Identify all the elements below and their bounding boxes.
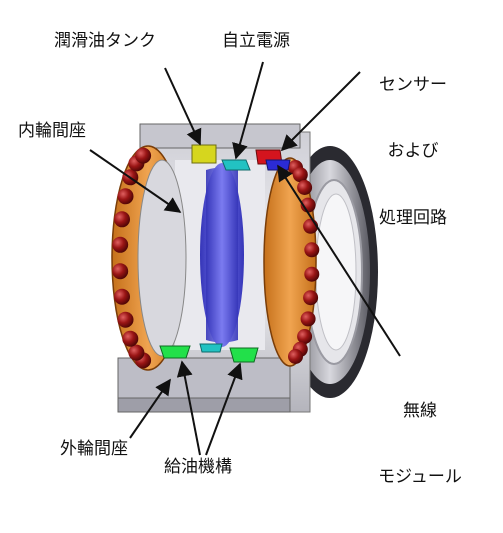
label-inner-spacer: 内輪間座 [18, 121, 86, 141]
bearing-diagram: 潤滑油タンク 自立電源 センサー および 処理回路 内輪間座 無線 モジュール … [18, 30, 468, 487]
right-bearing-ball [297, 329, 313, 344]
oil-nozzle-center [199, 343, 223, 353]
right-bearing-ball [300, 311, 316, 327]
right-bearing [263, 157, 320, 367]
left-bearing-ball [114, 211, 130, 228]
label-oil-supply: 給油機構 [164, 457, 232, 477]
right-bearing-ball [288, 349, 303, 364]
oil-nozzle-left [159, 345, 191, 359]
label-wireless-line1: 無線 [403, 401, 437, 422]
power-supply-block [221, 159, 251, 171]
label-outer-spacer: 外輪間座 [60, 439, 128, 459]
label-sensor-line3: 処理回路 [379, 207, 447, 228]
label-power-supply: 自立電源 [222, 31, 290, 51]
lubricant-tank-block [191, 144, 217, 164]
right-bearing-ball [292, 167, 308, 183]
left-bearing-ball [128, 344, 145, 361]
bearing-illustration [89, 61, 401, 456]
right-bearing-ball [304, 242, 320, 258]
label-sensor: センサー および 処理回路 [358, 30, 468, 273]
left-bearing-ball [117, 311, 134, 328]
right-bearing-ball [304, 266, 320, 282]
label-sensor-line2: および [387, 141, 439, 162]
left-bearing-ball [135, 147, 152, 164]
right-bearing-ball [303, 290, 319, 306]
label-wireless-module: 無線 モジュール [368, 356, 472, 533]
label-lubricant-tank: 潤滑油タンク [54, 31, 156, 51]
left-bearing-ball [114, 288, 130, 305]
left-bearing-balls [112, 147, 152, 369]
left-bearing-ball [122, 330, 139, 347]
left-bearing [111, 145, 187, 371]
wireless-module-block [265, 159, 291, 171]
right-bearing-ball [297, 180, 313, 195]
label-sensor-line1: センサー [379, 75, 447, 96]
leader-arrows [89, 61, 401, 456]
oil-nozzle-right [229, 347, 259, 363]
left-bearing-ball [117, 188, 134, 205]
left-bearing-ball [112, 263, 129, 280]
label-wireless-line2: モジュール [378, 467, 462, 488]
inner-spacer-band [200, 163, 244, 347]
left-bearing-ball [112, 236, 129, 253]
